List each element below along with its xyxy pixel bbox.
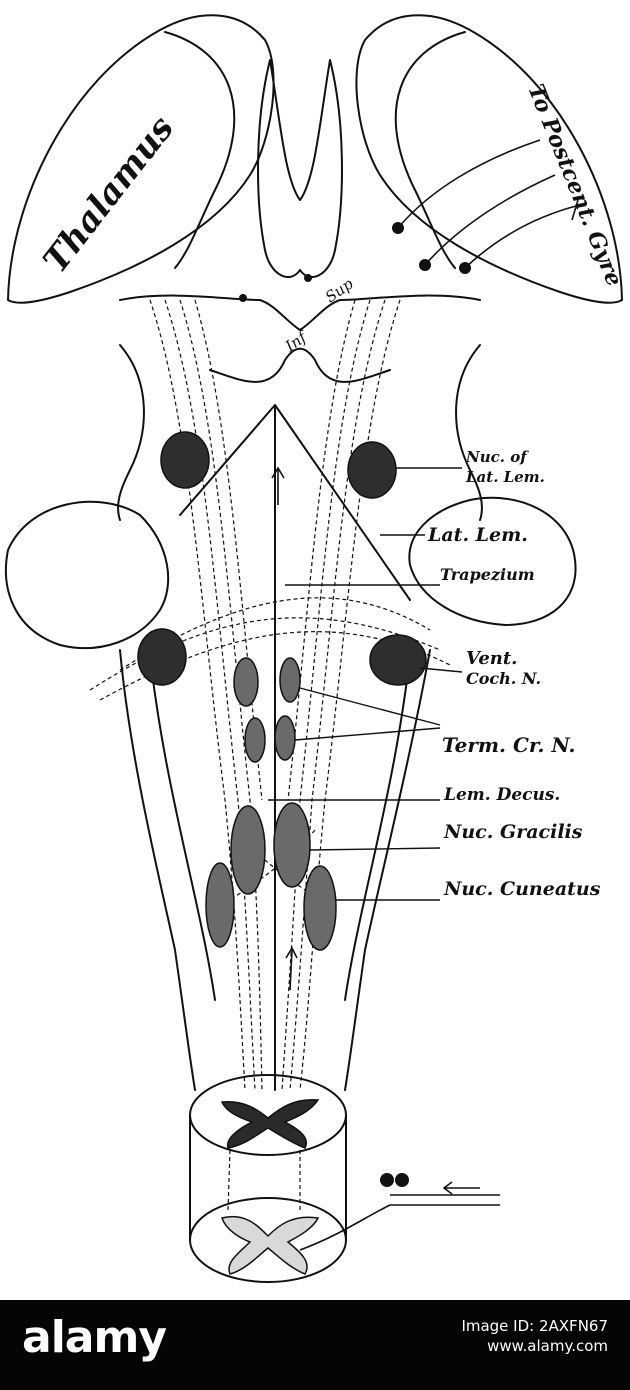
label-trapezium: Trapezium [440, 565, 535, 584]
leader-term-cr-n-2 [294, 727, 441, 741]
medulla-inner-right [344, 654, 411, 1001]
watermark-image-id: Image ID: 2AXFN67 [461, 1317, 608, 1335]
arrow-up-medulla [285, 946, 298, 991]
pons-right-side [455, 344, 483, 521]
leader-nuc-gracilis [309, 847, 441, 851]
watermark-logo: alamy [22, 1312, 167, 1363]
label-vent-coch-1: Vent. [466, 648, 517, 669]
arrow-incoming [442, 1181, 480, 1195]
medulla-inner-left [149, 654, 216, 1001]
label-lem-decus: Lem. Decus. [443, 785, 560, 805]
arrow-up-thalamus [571, 199, 579, 221]
label-sup: Sup [322, 274, 357, 306]
label-nuc-cuneatus: Nuc. Cuneatus [443, 878, 601, 900]
spinal-cord-column [189, 1114, 347, 1241]
tract-dashed-6 [289, 299, 386, 1091]
thalamic-neuron-1 [392, 222, 404, 234]
diagram-svg: Thalamus To Postcent. Gyre Sup Inf Nuc. … [4, 14, 627, 1283]
middle-peduncle-right [408, 496, 577, 626]
term-cr-n-lower-left [244, 717, 266, 763]
thalamic-neuron-2 [419, 259, 431, 271]
dorsal-root [299, 1194, 500, 1251]
nuc-cuneatus-right [303, 865, 337, 951]
watermark-footer [0, 1300, 630, 1390]
pons-left-side [117, 344, 145, 521]
spinal-tract-left [227, 1149, 231, 1211]
thalamic-neuron-5 [304, 274, 312, 282]
label-nuc-lat-lem-1: Nuc. of [465, 448, 529, 466]
term-cr-n-lower-right [274, 715, 296, 761]
ganglion-cell-2 [395, 1173, 409, 1187]
label-to-postcent-gyre: To Postcent. Gyre [522, 81, 627, 290]
nucleus-lat-lem-right [347, 441, 397, 499]
leader-term-cr-n-1 [299, 687, 441, 726]
label-lat-lem: Lat. Lem. [427, 524, 528, 546]
term-cr-n-upper-left [233, 657, 259, 707]
tract-dashed-7 [281, 299, 371, 1091]
axon-to-cortex-1 [397, 139, 541, 229]
brainstem-diagram: Thalamus To Postcent. Gyre Sup Inf Nuc. … [4, 14, 628, 1283]
thalamus-left-inner [164, 31, 236, 269]
nuc-gracilis-right [273, 802, 311, 888]
spinal-section-upper [189, 1074, 347, 1156]
axon-to-cortex-2 [424, 174, 556, 266]
nucleus-lat-lem-left [160, 431, 210, 489]
grey-matter-lower [221, 1215, 320, 1275]
thalamus-left-outline [7, 14, 275, 304]
tract-dashed-5 [299, 299, 401, 1091]
fourth-ventricle-outline [179, 404, 411, 1091]
leader-vent-coch [419, 667, 463, 673]
decussation-cross-2 [229, 829, 316, 901]
tract-dashed-1 [149, 299, 246, 1091]
axon-to-cortex-3 [464, 204, 581, 269]
watermark-id: Image ID: 2AXFN67 www.alamy.com [461, 1316, 608, 1357]
label-vent-coch-2: Coch. N. [466, 669, 541, 688]
thalamic-neuron-4 [239, 294, 247, 302]
label-term-cr-n: Term. Cr. N. [442, 733, 575, 757]
label-nuc-gracilis: Nuc. Gracilis [443, 821, 583, 843]
midbrain-outline [119, 294, 481, 331]
tract-dashed-2 [164, 299, 256, 1091]
nuc-gracilis-left [230, 805, 266, 895]
watermark-site: www.alamy.com [487, 1337, 608, 1356]
ganglion-cell-1 [380, 1173, 394, 1187]
trapezium-cross-2 [99, 631, 451, 701]
thalamic-neuron-3 [459, 262, 471, 274]
nuc-cuneatus-left [205, 862, 235, 948]
middle-peduncle-left [4, 500, 170, 650]
spinal-section-lower [189, 1197, 347, 1283]
tract-dashed-8 [287, 299, 356, 801]
thalamus-right-inner [394, 31, 466, 269]
grey-matter-upper [220, 1099, 320, 1149]
thalamus-right-outline [355, 14, 623, 304]
nucleus-vent-coch-left [137, 628, 187, 686]
medulla-outline-right [344, 649, 431, 1091]
third-ventricle [257, 59, 343, 279]
trapezium-cross-1 [89, 617, 441, 691]
arrow-up-pons [271, 466, 285, 505]
label-nuc-lat-lem-2: Lat. Lem. [465, 468, 545, 486]
term-cr-n-upper-right [279, 657, 301, 703]
tract-dashed-3 [179, 299, 263, 1091]
nucleus-vent-coch-right [369, 634, 427, 686]
medulla-outline-left [119, 649, 196, 1091]
colliculi-outline [209, 347, 391, 383]
